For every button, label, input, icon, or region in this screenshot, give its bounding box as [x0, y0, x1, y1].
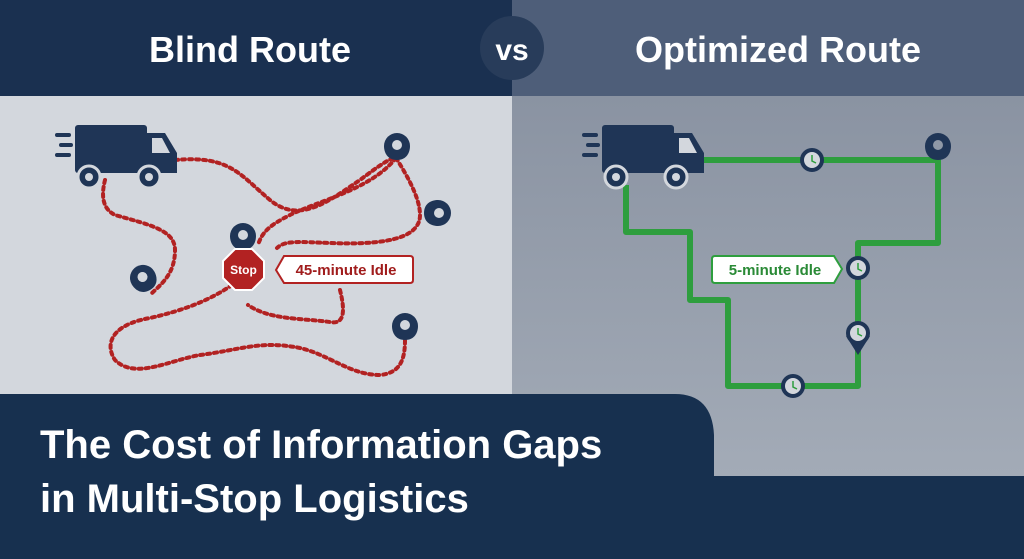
- vs-label: vs: [495, 34, 528, 67]
- footer-banner: [0, 394, 1024, 559]
- footer-title-line1: The Cost of Information Gaps: [40, 423, 602, 467]
- location-pin-icon: [384, 133, 410, 160]
- idle-callout-5: 5-minute Idle: [711, 255, 844, 284]
- header-left-bg: [0, 0, 512, 96]
- clock-checkpoint-icon: [781, 374, 805, 398]
- location-pin-icon: [392, 313, 418, 340]
- location-pin-icon: [424, 200, 451, 226]
- location-pin-icon: [925, 133, 951, 160]
- idle-label-5: 5-minute Idle: [729, 262, 822, 279]
- blind-route-heading: Blind Route: [149, 29, 351, 70]
- location-pin-icon: [125, 260, 162, 297]
- clock-checkpoint-icon: [800, 148, 824, 172]
- clock-pin-icon: [846, 321, 870, 355]
- idle-label-45: 45-minute Idle: [296, 262, 397, 279]
- header-right-bg: [512, 0, 1024, 96]
- optimized-route-map: 5-minute Idle: [580, 123, 951, 398]
- vs-badge: [480, 16, 544, 80]
- blind-route-map: Stop 45-minute Idle: [53, 123, 451, 378]
- stop-sign-label: Stop: [230, 263, 257, 277]
- stop-sign-icon: [222, 248, 265, 291]
- optimized-route-path: [623, 157, 941, 389]
- footer-title-line2: in Multi-Stop Logistics: [40, 477, 469, 521]
- blind-route-path: [101, 156, 423, 378]
- location-pin-icon: [230, 223, 256, 250]
- optimized-route-heading: Optimized Route: [635, 29, 921, 70]
- idle-callout-45: 45-minute Idle: [274, 255, 414, 284]
- clock-checkpoint-icon: [846, 256, 870, 280]
